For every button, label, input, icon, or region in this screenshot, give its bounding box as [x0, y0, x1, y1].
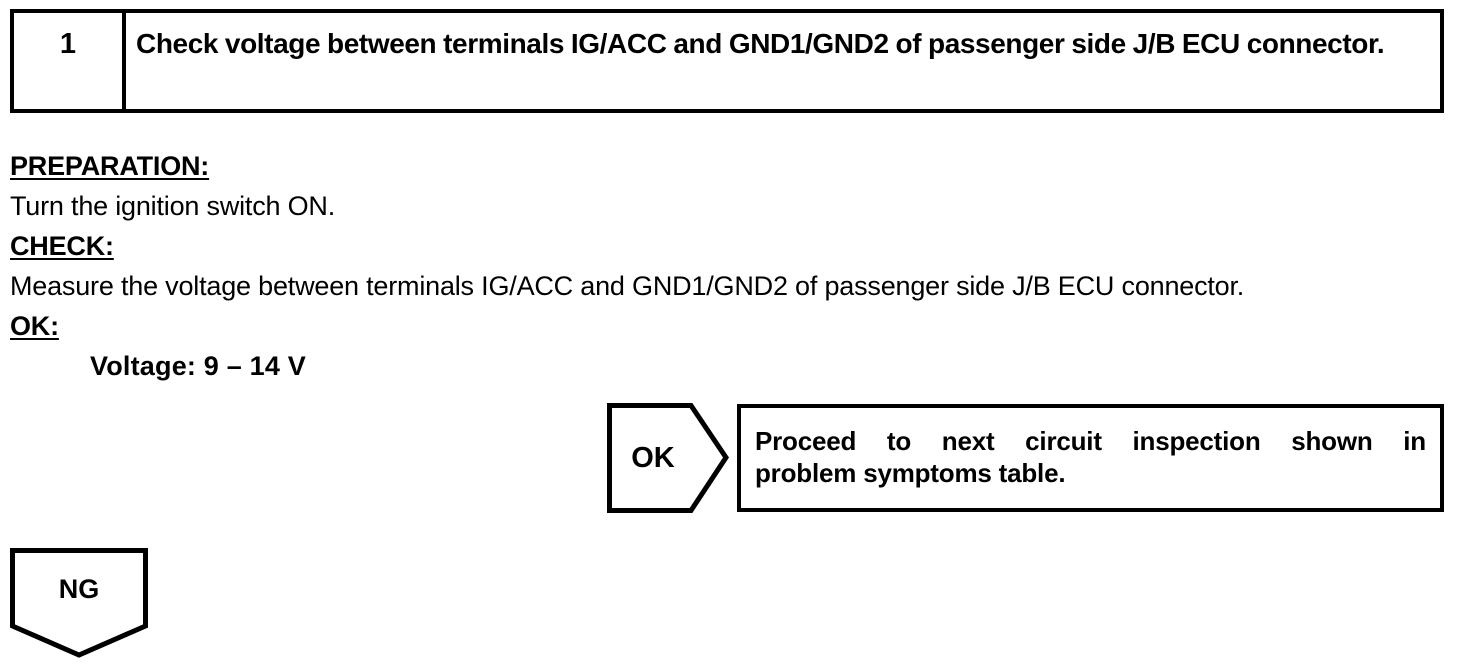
step-detail-block: PREPARATION: Turn the ignition switch ON… [10, 146, 1460, 386]
ng-branch-label: NG [58, 573, 100, 604]
ok-result-line-2: problem symptoms table. [755, 458, 1066, 489]
preparation-label: PREPARATION: [10, 151, 210, 181]
ok-result-box: Proceed to next circuit inspection shown… [737, 404, 1444, 512]
ng-branch: NG [10, 548, 150, 670]
step-instruction-cell: Check voltage between terminals IG/ACC a… [126, 13, 1440, 109]
ok-criteria-label: OK: [10, 311, 59, 341]
step-instruction-text: Check voltage between terminals IG/ACC a… [136, 28, 1385, 59]
step-number-cell: 1 [14, 13, 126, 109]
step-number: 1 [59, 28, 77, 60]
ok-result-line-1: Proceed to next circuit inspection shown… [755, 426, 1426, 456]
preparation-text: Turn the ignition switch ON. [10, 191, 336, 221]
ok-branch-label: OK [631, 441, 675, 474]
ok-criteria-value: Voltage: 9 – 14 V [90, 351, 306, 381]
check-text: Measure the voltage between terminals IG… [10, 271, 1245, 301]
step-header-table: 1 Check voltage between terminals IG/ACC… [10, 9, 1444, 113]
ok-result-text: Proceed to next circuit inspection shown… [755, 425, 1426, 489]
check-label: CHECK: [10, 231, 114, 261]
ok-arrow-pentagon-icon [607, 403, 729, 513]
ng-arrow-pentagon-icon [10, 548, 148, 658]
